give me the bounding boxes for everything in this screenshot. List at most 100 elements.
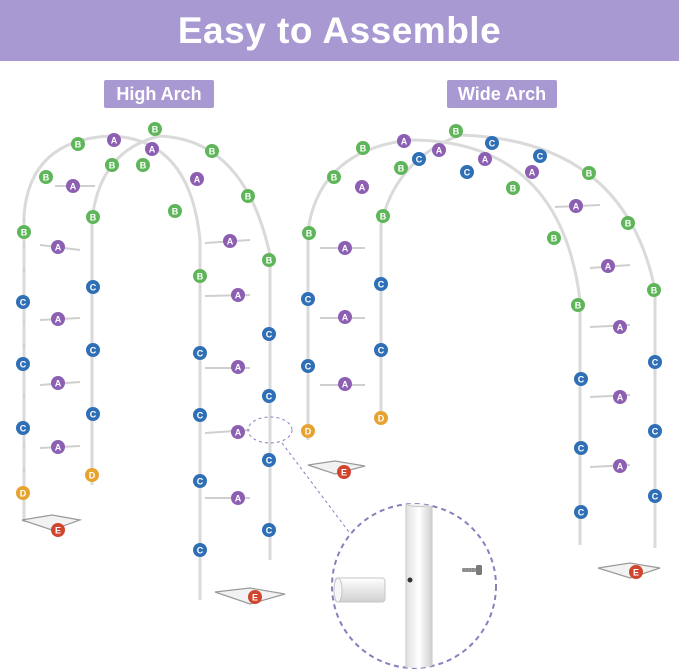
detail-callout (247, 416, 356, 541)
part-marker-a: A (51, 312, 65, 326)
part-marker-b: B (168, 204, 182, 218)
part-marker-a: A (231, 288, 245, 302)
part-marker-a: A (613, 459, 627, 473)
svg-text:A: A (482, 155, 489, 165)
part-marker-a: A (601, 259, 615, 273)
part-marker-d: D (16, 486, 30, 500)
part-marker-b: B (356, 141, 370, 155)
svg-text:C: C (578, 508, 585, 518)
svg-text:C: C (197, 349, 204, 359)
svg-text:C: C (578, 375, 585, 385)
part-marker-b: B (193, 269, 207, 283)
svg-text:B: B (172, 207, 179, 217)
svg-text:B: B (453, 127, 460, 137)
part-marker-b: B (582, 166, 596, 180)
svg-text:A: A (235, 428, 242, 438)
svg-text:C: C (20, 298, 27, 308)
svg-text:C: C (266, 330, 273, 340)
svg-text:B: B (140, 161, 147, 171)
part-marker-a: A (107, 133, 121, 147)
svg-text:C: C (197, 477, 204, 487)
svg-text:A: A (55, 443, 62, 453)
svg-text:B: B (586, 169, 593, 179)
svg-text:A: A (111, 136, 118, 146)
zoom-detail (331, 503, 497, 669)
svg-text:C: C (90, 410, 97, 420)
part-marker-c: C (460, 165, 474, 179)
part-marker-a: A (223, 234, 237, 248)
part-marker-a: A (478, 152, 492, 166)
part-marker-b: B (376, 209, 390, 223)
svg-text:C: C (266, 526, 273, 536)
svg-text:A: A (342, 380, 349, 390)
svg-text:B: B (551, 234, 558, 244)
part-marker-e: E (51, 523, 65, 537)
part-marker-c: C (574, 505, 588, 519)
svg-text:B: B (306, 229, 313, 239)
svg-text:D: D (89, 471, 96, 481)
part-marker-c: C (648, 489, 662, 503)
part-marker-c: C (193, 543, 207, 557)
svg-text:C: C (197, 546, 204, 556)
svg-text:C: C (266, 456, 273, 466)
svg-text:C: C (416, 155, 423, 165)
part-marker-c: C (193, 346, 207, 360)
svg-text:A: A (617, 393, 624, 403)
part-marker-c: C (301, 292, 315, 306)
svg-text:A: A (617, 462, 624, 472)
part-marker-c: C (374, 277, 388, 291)
part-marker-c: C (574, 372, 588, 386)
part-marker-d: D (374, 411, 388, 425)
part-marker-a: A (525, 165, 539, 179)
svg-text:A: A (342, 313, 349, 323)
svg-text:C: C (578, 444, 585, 454)
part-markers: B B B B B B B B B B B B A A A A A A A A … (16, 122, 662, 604)
part-marker-a: A (569, 199, 583, 213)
part-marker-c: C (412, 152, 426, 166)
svg-text:C: C (90, 283, 97, 293)
part-marker-b: B (17, 225, 31, 239)
part-marker-e: E (629, 565, 643, 579)
svg-text:A: A (55, 379, 62, 389)
svg-text:B: B (510, 184, 517, 194)
svg-text:C: C (537, 152, 544, 162)
part-marker-b: B (39, 170, 53, 184)
part-marker-b: B (205, 144, 219, 158)
part-marker-b: B (86, 210, 100, 224)
svg-text:E: E (341, 468, 347, 478)
svg-text:C: C (20, 360, 27, 370)
part-marker-c: C (262, 389, 276, 403)
svg-text:B: B (75, 140, 82, 150)
part-marker-a: A (613, 320, 627, 334)
wide-arch-tag: Wide Arch (447, 80, 557, 108)
part-marker-b: B (647, 283, 661, 297)
svg-text:B: B (109, 161, 116, 171)
svg-text:C: C (197, 411, 204, 421)
part-marker-a: A (190, 172, 204, 186)
part-marker-a: A (338, 310, 352, 324)
part-marker-b: B (262, 253, 276, 267)
svg-text:A: A (149, 145, 156, 155)
svg-text:A: A (235, 291, 242, 301)
part-marker-a: A (355, 180, 369, 194)
svg-text:A: A (342, 244, 349, 254)
part-marker-c: C (374, 343, 388, 357)
svg-text:B: B (21, 228, 28, 238)
part-marker-a: A (338, 377, 352, 391)
svg-text:B: B (209, 147, 216, 157)
svg-text:A: A (55, 243, 62, 253)
part-marker-a: A (231, 360, 245, 374)
part-marker-e: E (337, 465, 351, 479)
header-banner: Easy to Assemble (0, 0, 679, 61)
part-marker-b: B (71, 137, 85, 151)
svg-text:D: D (378, 414, 385, 424)
svg-text:A: A (235, 494, 242, 504)
svg-text:C: C (305, 295, 312, 305)
svg-text:C: C (378, 280, 385, 290)
svg-text:D: D (305, 427, 312, 437)
part-marker-d: D (85, 468, 99, 482)
part-marker-b: B (327, 170, 341, 184)
svg-text:B: B (43, 173, 50, 183)
svg-text:B: B (360, 144, 367, 154)
